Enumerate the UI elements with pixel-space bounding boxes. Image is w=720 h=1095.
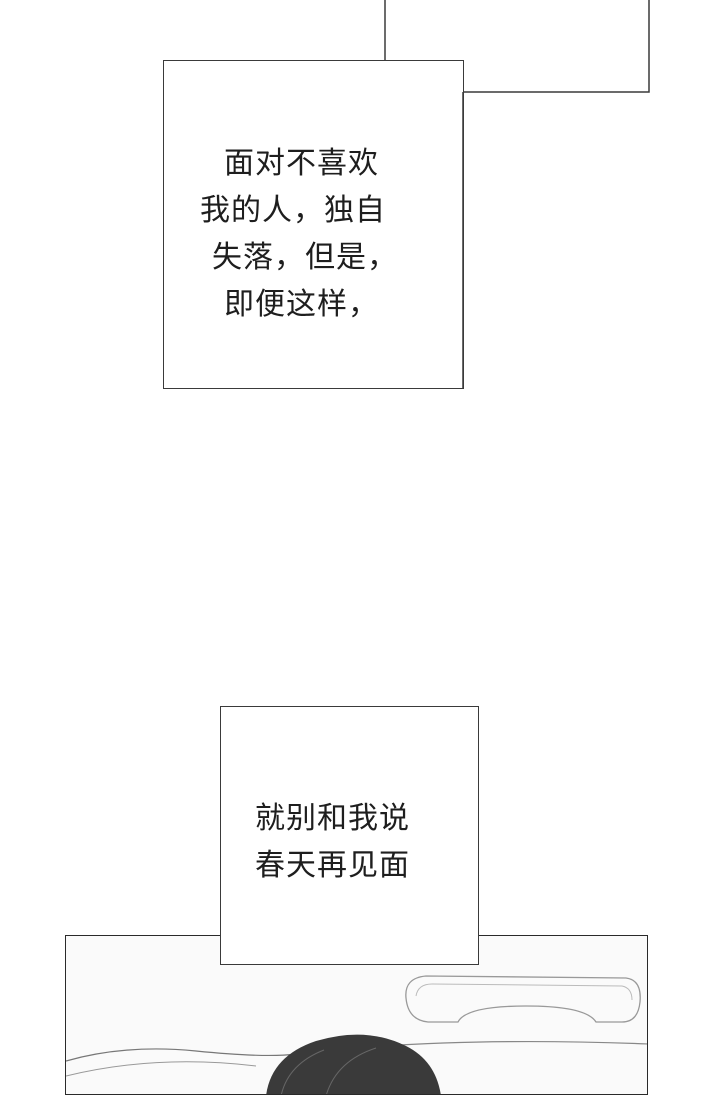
caption-2-line-1: 就别和我说 (255, 801, 410, 836)
caption-box-2 (220, 706, 479, 965)
caption-text-1: 面对不喜欢 我的人，独自 失落，但是， 即便这样， (200, 140, 398, 328)
caption-box-1 (163, 60, 464, 389)
caption-text-2: 就别和我说 春天再见面 (255, 795, 410, 889)
caption-box-1-notch (462, 92, 464, 389)
caption-1-line-3: 失落，但是， (212, 240, 398, 275)
caption-1-line-4: 即便这样， (224, 287, 379, 322)
caption-1-line-2: 我的人，独自 (200, 193, 386, 228)
caption-1-line-1: 面对不喜欢 (224, 146, 379, 181)
panel-border-top (384, 0, 650, 93)
telephone-icon (405, 975, 641, 1023)
caption-2-line-2: 春天再见面 (255, 848, 410, 883)
